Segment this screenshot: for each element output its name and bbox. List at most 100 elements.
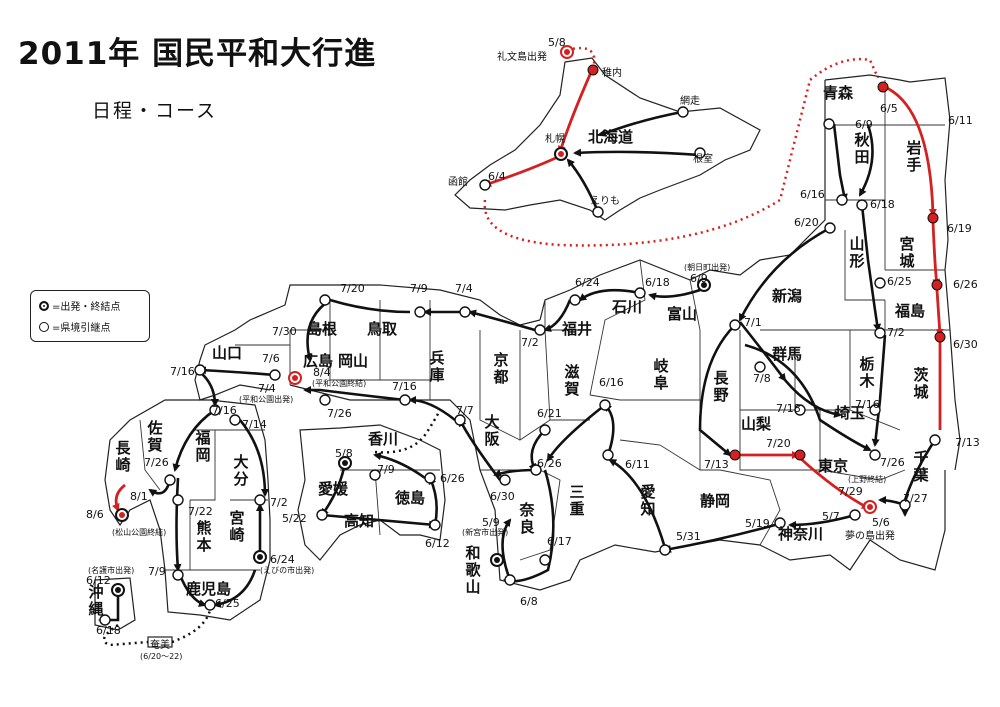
date-label: 7/29: [838, 485, 863, 498]
date-label: 6/26: [953, 278, 978, 291]
pref-ehime: 愛媛: [318, 480, 349, 498]
pref-tochigi: 栃木: [859, 355, 875, 390]
tohoku-outline: [824, 74, 961, 471]
pref-kochi: 高知: [344, 512, 375, 530]
pref-toyama: 富山: [667, 305, 698, 323]
pref-hiroshima: 広島: [303, 352, 334, 370]
date-label: 7/13: [955, 436, 980, 449]
page-title: 2011年 国民平和大行進: [18, 36, 377, 72]
pref-kagoshima: 鹿児島: [186, 580, 232, 598]
pref-miyazaki: 宮崎: [229, 509, 245, 544]
date-label: 7/20: [766, 437, 791, 450]
note-matsuyama: (松山公園終結): [112, 528, 167, 537]
date-label: 7/26: [327, 407, 352, 420]
date-label: 7/30: [272, 325, 297, 338]
legend-start-row: =出発・終結点: [39, 298, 120, 313]
date-label: 6/24: [575, 276, 600, 289]
south-coast: [289, 384, 946, 591]
date-label: 6/26: [537, 457, 562, 470]
date-label: 6/19: [947, 222, 972, 235]
date-label: 6/24: [270, 553, 295, 566]
pref-fukushima: 福島: [895, 302, 926, 320]
date-label: 7/13: [704, 458, 729, 471]
date-label: 6/9: [690, 272, 708, 285]
pref-nara: 奈良: [519, 501, 535, 536]
pref-kagawa: 香川: [368, 430, 399, 448]
pref-ishikawa: 石川: [612, 298, 643, 316]
place-erimo: えりも: [590, 196, 620, 207]
pref-kyoto: 京都: [493, 351, 509, 386]
pref-aomori: 青森: [823, 84, 854, 102]
pref-fukui: 福井: [562, 320, 593, 338]
date-label: 5/9: [482, 516, 500, 529]
note-ueno: (上野終結): [848, 475, 887, 484]
route-dotted: [102, 46, 880, 647]
date-label: 7/4: [258, 382, 276, 395]
date-label: 7/4: [455, 282, 473, 295]
date-label: 6/16: [800, 188, 825, 201]
pref-iwate: 岩手: [906, 139, 922, 174]
date-label: 7/22: [188, 505, 213, 518]
date-label: 7/14: [242, 418, 267, 431]
pref-saga: 佐賀: [147, 419, 163, 454]
pref-mie: 三重: [569, 483, 585, 518]
date-label: 6/17: [547, 535, 572, 548]
pref-shizuoka: 静岡: [700, 492, 731, 510]
date-label: 7/16: [392, 380, 417, 393]
date-label: 8/4: [313, 366, 331, 379]
date-label: 6/11: [625, 458, 650, 471]
date-label: 7/27: [903, 492, 928, 505]
pref-okayama: 岡山: [338, 352, 369, 370]
date-label: 7/16: [212, 404, 237, 417]
pref-hyogo: 兵庫: [429, 349, 445, 384]
date-label: 8/6: [86, 508, 104, 521]
date-label: 6/26: [440, 472, 465, 485]
date-label: 7/8: [753, 372, 771, 385]
pref-miyagi: 宮城: [899, 235, 915, 270]
date-label: 6/25: [215, 597, 240, 610]
kyushu-outline: [104, 399, 271, 621]
place-abashiri: 網走: [680, 96, 700, 107]
date-label: 7/6: [262, 352, 280, 365]
date-label: 6/12: [425, 537, 450, 550]
start-end-marker-icon: [39, 300, 49, 311]
pref-okinawa: 沖縄: [88, 583, 104, 618]
pref-osaka: 大阪: [484, 413, 500, 448]
date-label: 6/18: [645, 276, 670, 289]
date-label: 6/5: [880, 102, 898, 115]
prefecture-boundaries: [139, 80, 950, 571]
start-end-points: [111, 45, 877, 597]
pref-shimane: 島根: [307, 320, 338, 338]
kinki-chugoku-outline: [194, 284, 541, 401]
note-nago: (名護市出発): [88, 566, 135, 575]
okinawa-outline: [94, 577, 136, 631]
pref-tottori: 鳥取: [367, 320, 398, 338]
pref-kanagawa: 神奈川: [778, 525, 824, 543]
note-yumenoshima: 夢の島出発: [845, 531, 895, 542]
highlight-points: [729, 81, 946, 461]
date-label: 7/2: [270, 496, 288, 509]
date-label: 5/22: [282, 512, 307, 525]
date-label: 5/31: [676, 530, 701, 543]
border-marker-icon: [39, 321, 49, 332]
place-amami: 奄美: [150, 640, 170, 651]
page-subtitle: 日程・コース: [92, 100, 218, 122]
legend-border-row: =県境引継点: [39, 319, 110, 334]
pref-yamanashi: 山梨: [741, 415, 772, 433]
pref-tokushima: 徳島: [395, 489, 426, 507]
pref-hokkaido: 北海道: [588, 128, 634, 146]
route-highlight: [112, 69, 944, 512]
date-label: 6/18: [96, 624, 121, 637]
place-nemuro: 根室: [693, 154, 713, 165]
date-label: 6/30: [490, 490, 515, 503]
date-label: 6/11: [948, 114, 973, 127]
date-label: 5/19: [745, 517, 770, 530]
note-hiroshima-end: (平和公園終結): [312, 379, 367, 388]
pref-gunma: 群馬: [772, 345, 803, 363]
legend: =出発・終結点 =県境引継点: [30, 290, 150, 342]
date-label: 7/9: [410, 282, 428, 295]
date-label: 7/26: [144, 456, 169, 469]
note-shingu: (新宮市出発): [462, 528, 509, 537]
pref-aichi: 愛知: [640, 483, 656, 518]
